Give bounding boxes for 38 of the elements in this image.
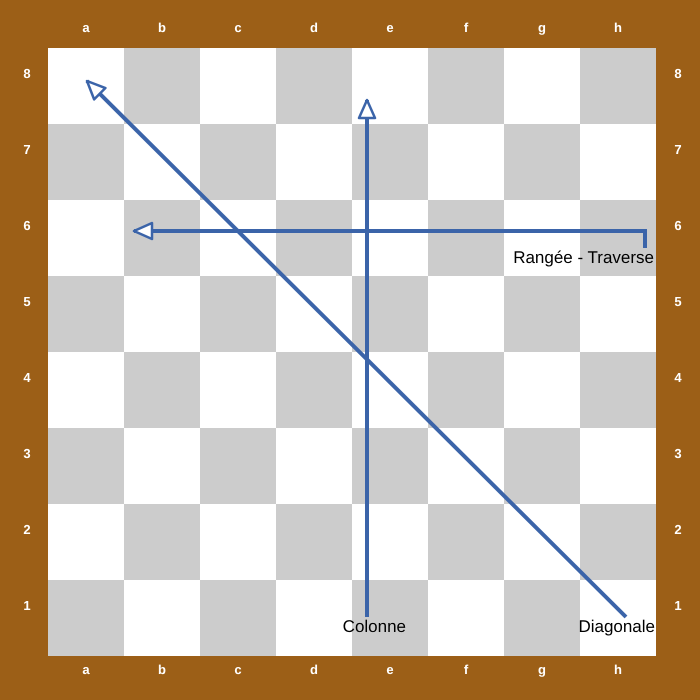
board-coordinate: a [81,20,91,36]
board-coordinate: e [385,20,395,36]
board-coordinate: f [462,662,470,678]
arrow [358,98,376,617]
board-coordinate: 8 [673,66,683,82]
board-coordinate: 2 [673,522,683,538]
arrow-label: Rangée - Traverse [472,248,654,268]
arrow [132,222,647,248]
board-coordinate: g [537,20,547,36]
arrow-label: Colonne [324,617,406,637]
board-coordinate: h [613,20,623,36]
board-coordinate: 7 [673,142,683,158]
board-coordinate: c [233,662,243,678]
board-coordinate: b [157,662,167,678]
board-coordinate: d [309,662,319,678]
board-coordinate: 4 [22,370,32,386]
board-coordinate: g [537,662,547,678]
board-coordinate: e [385,662,395,678]
board-coordinate: a [81,662,91,678]
board-coordinate: 2 [22,522,32,538]
board-coordinate: d [309,20,319,36]
board-coordinate: 5 [673,294,683,310]
board-coordinate: 3 [22,446,32,462]
board-coordinate: 1 [22,598,32,614]
board-coordinate: b [157,20,167,36]
board-coordinate: f [462,20,470,36]
board-coordinate: 6 [22,218,32,234]
board-coordinate: 3 [673,446,683,462]
board-coordinate: 5 [22,294,32,310]
board-coordinate: h [613,662,623,678]
board-coordinate: 8 [22,66,32,82]
arrow-label: Diagonale [555,617,655,637]
board-coordinate: 1 [673,598,683,614]
board-coordinate: 4 [673,370,683,386]
board-coordinate: 7 [22,142,32,158]
arrow [86,80,628,618]
board-coordinate: c [233,20,243,36]
board-coordinate: 6 [673,218,683,234]
